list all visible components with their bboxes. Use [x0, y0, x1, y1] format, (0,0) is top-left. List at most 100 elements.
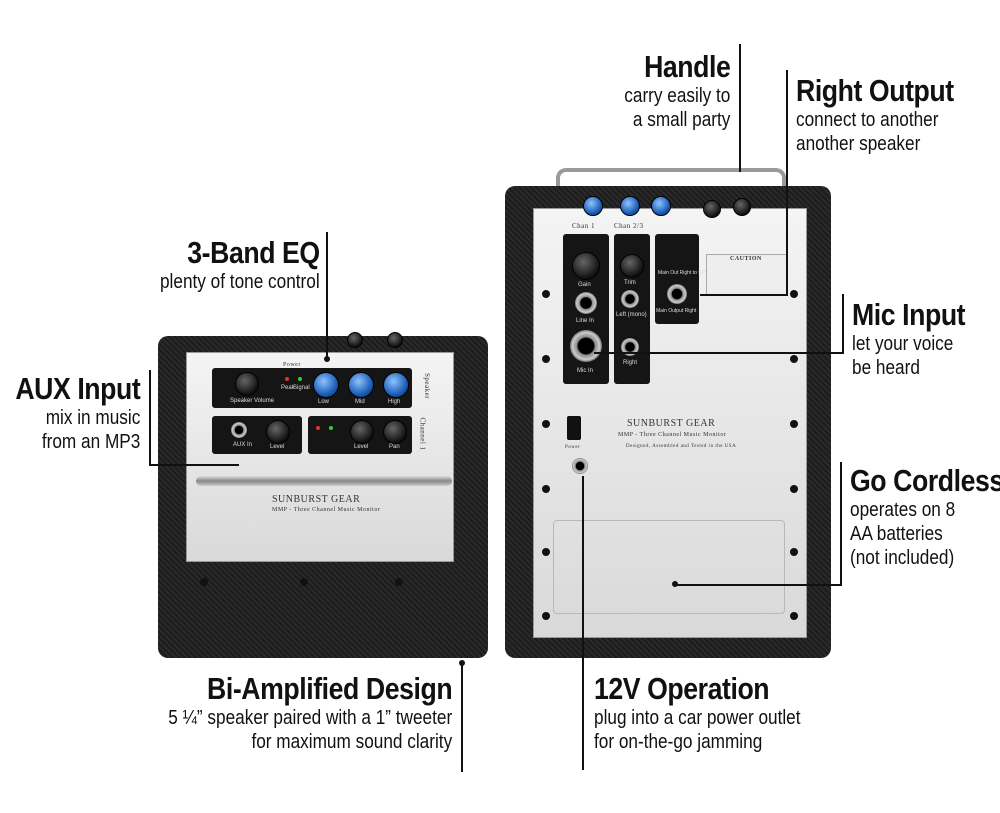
cordless-subtitle-line: (not included): [850, 547, 955, 569]
front-screw: [200, 578, 208, 586]
twelve-v-title: 12V Operation: [594, 671, 770, 706]
right-input-label: Right: [623, 360, 638, 366]
eq-leader: [326, 232, 328, 360]
aux-level-knob[interactable]: [266, 420, 290, 444]
back-screw: [542, 485, 550, 493]
mic-in-jack[interactable]: [570, 330, 602, 362]
speaker-volume-knob[interactable]: [235, 372, 259, 396]
biamp-subtitle-line: for maximum sound clarity: [251, 731, 452, 753]
eq-title: 3-Band EQ: [187, 235, 321, 270]
back-top-knob-4[interactable]: [703, 200, 721, 218]
line-in-jack[interactable]: [575, 292, 597, 314]
gain-label: Gain: [578, 282, 591, 288]
eq-subtitle-line: plenty of tone control: [160, 271, 320, 293]
back-screw: [542, 548, 550, 556]
aux-leader-vertical: [149, 370, 151, 466]
right-output-subtitle-line: connect to another: [796, 109, 939, 131]
handle-subtitle-line: a small party: [632, 109, 730, 131]
line-in-label: Line In: [576, 318, 595, 324]
mic-subtitle-line: let your voice: [852, 333, 954, 355]
twelve-v-subtitle-line: plug into a car power outlet: [594, 707, 801, 729]
aux-in-jack[interactable]: [231, 422, 247, 438]
handle-subtitle-line: carry easily to: [623, 85, 730, 107]
cordless-leader-vertical: [840, 462, 842, 586]
battery-compartment[interactable]: [553, 520, 785, 614]
back-top-knob-2[interactable]: [620, 196, 640, 216]
biamp-title: Bi-Amplified Design: [206, 671, 453, 706]
low-label: Low: [318, 399, 330, 405]
mic-subtitle-line: be heard: [852, 357, 920, 379]
right-output-leader-vertical: [786, 70, 788, 296]
speaker-side-label: Speaker: [423, 372, 432, 400]
cordless-leader-horizontal: [674, 584, 842, 586]
signal-led: [298, 377, 302, 381]
cordless-title: Go Cordless: [850, 463, 1000, 498]
biamp-subtitle-line: 5 ¼” speaker paired with a 1” tweeter: [168, 707, 452, 729]
callout-bi-amplified: Bi-Amplified Design 5 ¼” speaker paired …: [122, 672, 452, 754]
back-screw: [790, 612, 798, 620]
callout-right-output: Right Output connect to another another …: [796, 74, 979, 156]
channel-level-knob[interactable]: [350, 420, 374, 444]
front-screw: [395, 578, 403, 586]
back-screw: [790, 355, 798, 363]
back-screw: [542, 290, 550, 298]
handle-title: Handle: [643, 49, 731, 84]
channel-level-label: Level: [354, 444, 369, 450]
dc-12v-jack[interactable]: [572, 458, 588, 474]
top-knob-left[interactable]: [347, 332, 363, 348]
high-eq-knob[interactable]: [383, 372, 409, 398]
low-eq-knob[interactable]: [313, 372, 339, 398]
right-input-jack[interactable]: [621, 338, 639, 356]
gain-knob[interactable]: [572, 252, 600, 280]
trim-knob[interactable]: [620, 254, 644, 278]
back-top-knob-1[interactable]: [583, 196, 603, 216]
mid-eq-knob[interactable]: [348, 372, 374, 398]
main-output-right-jack[interactable]: [667, 284, 687, 304]
aux-title: AUX Input: [15, 371, 140, 406]
twelve-v-leader: [582, 476, 584, 770]
callout-go-cordless: Go Cordless operates on 8 AA batteries (…: [850, 464, 1000, 570]
aux-subtitle-line: mix in music: [45, 407, 140, 429]
cordless-subtitle-line: operates on 8: [850, 499, 956, 521]
mic-leader-vertical: [842, 294, 844, 354]
front-screw: [300, 578, 308, 586]
aux-leader-horizontal: [149, 464, 239, 466]
back-top-knob-5[interactable]: [733, 198, 751, 216]
caution-text: CAUTION: [730, 256, 762, 262]
speaker-volume-label: Speaker Volume: [230, 398, 275, 404]
top-knob-right[interactable]: [387, 332, 403, 348]
front-power-label: Power: [283, 362, 301, 368]
mic-in-label: Mic In: [577, 368, 594, 374]
back-screw: [542, 420, 550, 428]
mic-title: Mic Input: [852, 297, 966, 332]
signal-label: Signal: [293, 385, 310, 391]
handle-leader: [739, 44, 741, 172]
power-switch[interactable]: [567, 416, 581, 440]
main-output-right-label: Main Output Right: [656, 308, 697, 314]
back-screw: [790, 420, 798, 428]
channel-pan-knob[interactable]: [383, 420, 407, 444]
cordless-leader-dot: [672, 581, 678, 587]
channel-peak-led: [316, 426, 320, 430]
caution-label: [706, 254, 788, 296]
left-mono-label: Left (mono): [616, 312, 647, 318]
eq-leader-dot: [324, 356, 330, 362]
main-out-strip: [655, 234, 699, 324]
chan23-label: Chan 2/3: [614, 222, 644, 230]
back-screw: [790, 290, 798, 298]
right-output-leader-horizontal: [700, 294, 788, 296]
peak-led: [285, 377, 289, 381]
back-screw: [790, 548, 798, 556]
callout-handle: Handle carry easily to a small party: [607, 49, 731, 132]
back-brand: SUNBURST GEAR: [627, 418, 716, 429]
left-mono-jack[interactable]: [621, 290, 639, 308]
front-handle-bar[interactable]: [196, 476, 452, 486]
callout-mic-input: Mic Input let your voice be heard: [852, 298, 984, 380]
aux-subtitle-line: from an MP3: [41, 431, 140, 453]
callout-aux-input: AUX Input mix in music from an MP3: [0, 372, 140, 454]
callout-3-band-eq: 3-Band EQ plenty of tone control: [134, 236, 320, 294]
back-screw: [542, 612, 550, 620]
channel-signal-led: [329, 426, 333, 430]
back-model: MMP - Three Channel Music Monitor: [618, 432, 727, 438]
back-top-knob-3[interactable]: [651, 196, 671, 216]
